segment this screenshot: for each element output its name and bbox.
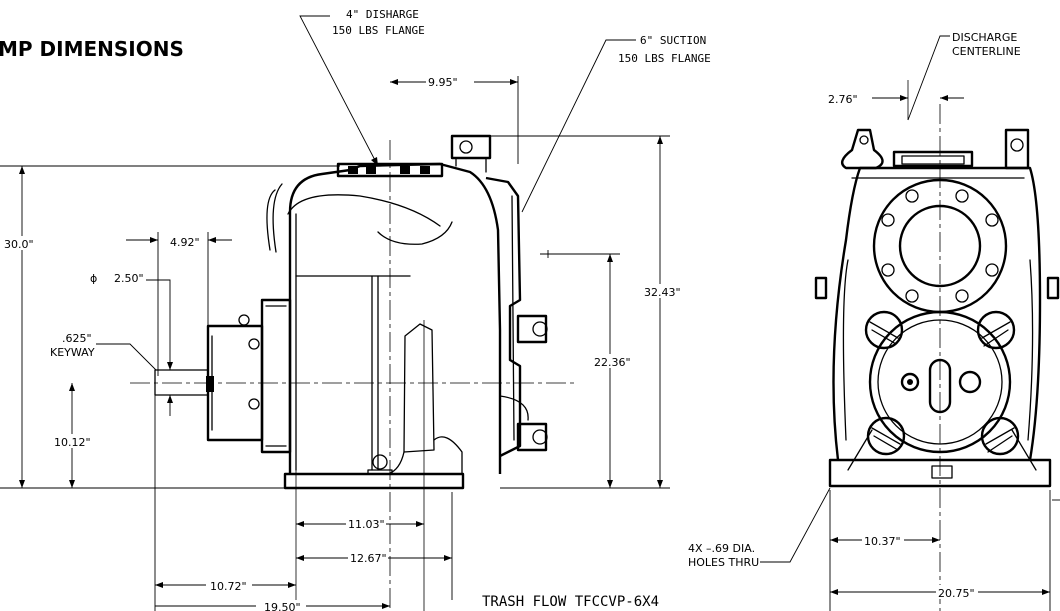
dim-11-03: 11.03" bbox=[348, 518, 385, 531]
dim-10-72: 10.72" bbox=[210, 580, 247, 593]
pump-casing bbox=[288, 162, 502, 474]
front-body bbox=[832, 166, 1042, 461]
dim-32-43: 32.43" bbox=[644, 286, 681, 299]
side-view bbox=[130, 134, 575, 611]
front-top-frame bbox=[892, 150, 974, 168]
front-base bbox=[828, 458, 1052, 488]
front-dimensions: DISCHARGE CENTERLINE 2.76" 4X –.69 DIA. … bbox=[688, 31, 1060, 611]
bolt-right-lower bbox=[516, 422, 548, 452]
bolt-right-upper bbox=[516, 314, 548, 344]
suction-callout-line2: 150 LBS FLANGE bbox=[618, 52, 711, 65]
clamp-knobs bbox=[864, 310, 1020, 456]
drawing-caption: TRASH FLOW TFCCVP-6X4 bbox=[482, 594, 659, 610]
dim-9-95: 9.95" bbox=[428, 76, 458, 89]
keyway-label: KEYWAY bbox=[50, 346, 95, 359]
dim-30-0: 30.0" bbox=[4, 238, 34, 251]
dim-keyway: .625" bbox=[62, 332, 92, 345]
discharge-callout-line1: 4" DISHARGE bbox=[346, 8, 419, 21]
dim-19-50: 19.50" bbox=[264, 601, 301, 611]
flange-bolts bbox=[881, 189, 999, 303]
dim-10-37: 10.37" bbox=[864, 535, 901, 548]
bearing-housing bbox=[260, 298, 292, 454]
dim-22-36: 22.36" bbox=[594, 356, 631, 369]
bearing-cap bbox=[206, 324, 264, 442]
dim-20-75: 20.75" bbox=[938, 587, 975, 600]
suction-cover bbox=[485, 176, 522, 458]
front-lift-left bbox=[840, 128, 884, 170]
side-callouts: 4" DISHARGE 150 LBS FLANGE 6" SUCTION 15… bbox=[299, 8, 711, 213]
page-title: MP DIMENSIONS bbox=[0, 37, 184, 61]
front-lift-right bbox=[1004, 128, 1030, 170]
base-plate bbox=[283, 472, 465, 490]
dim-2-76: 2.76" bbox=[828, 93, 858, 106]
dim-12-67: 12.67" bbox=[350, 552, 387, 565]
dim-4-92: 4.92" bbox=[170, 236, 200, 249]
front-view bbox=[814, 80, 1060, 611]
side-dimensions: 9.95" 30.0" 4.92" ϕ 2.50" .625" KEYWAY 1… bbox=[0, 74, 684, 611]
discharge-callout-line2: 150 LBS FLANGE bbox=[332, 24, 425, 37]
discharge-centerline-line2: CENTERLINE bbox=[952, 45, 1021, 58]
suction-callout-line1: 6" SUCTION bbox=[640, 34, 706, 47]
discharge-centerline-line1: DISCHARGE bbox=[952, 31, 1017, 44]
eye-bolt-top bbox=[450, 134, 492, 160]
dim-10-12: 10.12" bbox=[54, 436, 91, 449]
shaft bbox=[154, 369, 209, 396]
holes-note-line1: 4X –.69 DIA. bbox=[688, 542, 755, 555]
diameter-symbol: ϕ bbox=[90, 272, 97, 285]
holes-note-line2: HOLES THRU bbox=[688, 556, 759, 569]
dim-shaft-diameter: 2.50" bbox=[114, 272, 144, 285]
